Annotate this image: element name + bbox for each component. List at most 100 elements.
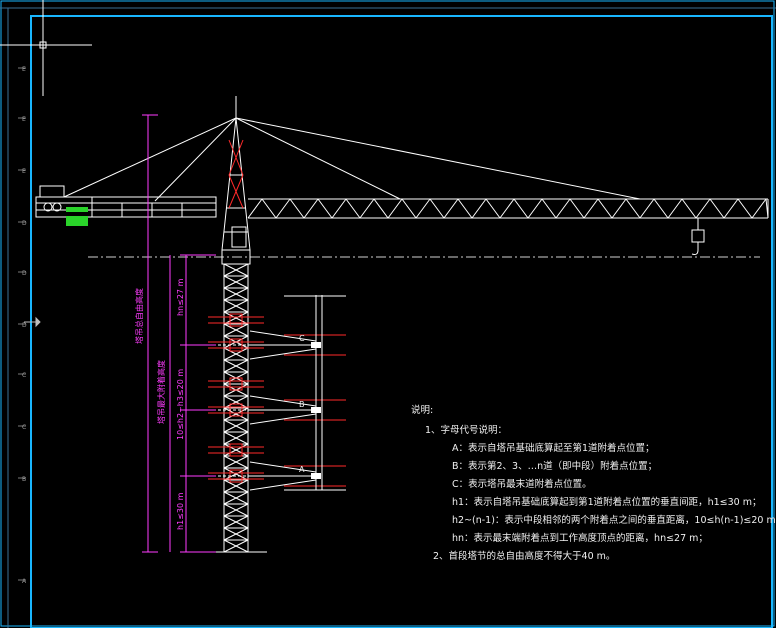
jib-lattice-member [387, 198, 403, 219]
main-jib [247, 198, 769, 219]
jib-lattice-member [275, 198, 291, 219]
jib-lattice-member [261, 198, 277, 219]
mast-diagonal [223, 443, 249, 457]
counter-weight-block [66, 207, 88, 226]
hook-icon [691, 218, 705, 255]
jib-lattice-member [443, 198, 459, 219]
mast-diagonal [223, 431, 249, 445]
tie-rod [249, 479, 317, 491]
ruler-tick-label: E [22, 168, 26, 175]
jib-lattice-member [611, 198, 627, 219]
collar-box [229, 313, 243, 327]
mast-diagonal [223, 395, 249, 409]
collar-box [229, 377, 243, 391]
tower-mast [221, 249, 251, 553]
jib-lattice-member [541, 198, 557, 219]
mast-diagonal [223, 275, 249, 289]
dim-total-anchor-height: 塔吊最大附着高度 [156, 360, 166, 424]
anchor-label-b: B [299, 400, 305, 409]
mast-diagonal [223, 287, 249, 301]
ruler-tick-label: E [22, 116, 26, 123]
notes-item-1: 1、字母代号说明： [425, 425, 508, 436]
jib-lattice-member [485, 198, 501, 219]
dimension-lines [142, 114, 216, 553]
ruler-tick-label: D [22, 322, 27, 329]
anchor-label-c: C [299, 334, 305, 343]
ruler-tick-label: E [22, 66, 26, 73]
note-hn: hn：表示最末端附着点到工作高度顶点的距离，hn≤27 m； [452, 533, 708, 544]
jib-lattice-member [639, 198, 655, 219]
jib-lattice-member [527, 198, 543, 219]
jib-lattice-member [499, 198, 515, 219]
tie-rod [249, 395, 317, 407]
jib-lattice-member [625, 198, 641, 219]
jib-lattice-member [653, 198, 669, 219]
jib-lattice-member [303, 198, 319, 219]
building-wall [284, 295, 346, 491]
note-h2: h2~(n-1)：表示中段相邻的两个附着点之间的垂直距离，10≤h(n-1)≤2… [452, 515, 776, 526]
jib-lattice-member [457, 198, 473, 219]
jib-lattice-member [737, 198, 753, 219]
jib-lattice-member [751, 198, 767, 219]
dim-total-free-height: 塔吊总自由高度 [134, 288, 144, 344]
tie-rod [249, 348, 317, 360]
counter-jib [35, 185, 217, 218]
tie-rod [249, 461, 317, 473]
jib-lattice-member [555, 198, 571, 219]
mast-diagonal [223, 419, 249, 433]
jib-lattice-member [331, 198, 347, 219]
mast-diagonal [223, 347, 249, 361]
dim-h1: h1≤30 m [176, 492, 185, 530]
jib-lattice-member [247, 198, 263, 219]
notes-item-2: 2、首段塔节的总自由高度不得大于40 m。 [433, 551, 616, 562]
tie-rod [249, 413, 317, 425]
mast-diagonal [223, 467, 249, 481]
jib-lattice-member [317, 198, 333, 219]
dim-hn: hn≤27 m [176, 278, 185, 316]
dim-h2: 10≤h2~h3≤20 m [176, 369, 185, 440]
jib-lattice-member [583, 198, 599, 219]
mast-diagonal [223, 503, 249, 517]
anchor-label-a: A [299, 465, 305, 474]
jib-lattice-member [597, 198, 613, 219]
note-b: B：表示第2、3、…n道（即中段）附着点位置； [452, 461, 658, 472]
jib-tie-rods [63, 117, 641, 202]
ruler-tick-label: C [22, 372, 26, 379]
mast-diagonal [223, 299, 249, 313]
jib-lattice-member [723, 198, 739, 219]
mast-diagonal [223, 479, 249, 493]
jib-lattice-member [401, 198, 417, 219]
mast-collars [208, 313, 264, 483]
mast-diagonal [223, 311, 249, 325]
tie-rod [249, 330, 317, 342]
cathead-bracing [228, 139, 244, 209]
tower-cathead [221, 96, 251, 251]
mast-diagonal [223, 359, 249, 373]
jib-lattice-member [289, 198, 305, 219]
jib-lattice-member [345, 198, 361, 219]
jib-lattice-member [415, 198, 431, 219]
notes-title: 说明: [411, 405, 434, 416]
mast-diagonal [223, 455, 249, 469]
mast-diagonal [223, 491, 249, 505]
jib-lattice-member [709, 198, 725, 219]
jib-lattice-member [513, 198, 529, 219]
arrow-marker-icon [24, 316, 41, 328]
collar-box [229, 443, 243, 457]
jib-lattice-member [359, 198, 375, 219]
jib-lattice-member [471, 198, 487, 219]
mast-diagonal [223, 263, 249, 277]
ruler-tick-label: D [22, 270, 27, 277]
ruler-tick-label: A [22, 578, 27, 585]
jib-lattice-member [429, 198, 445, 219]
mast-diagonal [223, 527, 249, 541]
mast-diagonal [223, 323, 249, 337]
mast-diagonal [223, 539, 249, 553]
mast-diagonal [223, 515, 249, 529]
jib-lattice-member [765, 198, 769, 219]
note-h1: h1：表示自塔吊基础底算起到第1道附着点位置的垂直间距，h1≤30 m； [452, 497, 762, 508]
ruler-tick-label: B [22, 476, 26, 483]
ruler-tick-label: C [22, 424, 26, 431]
